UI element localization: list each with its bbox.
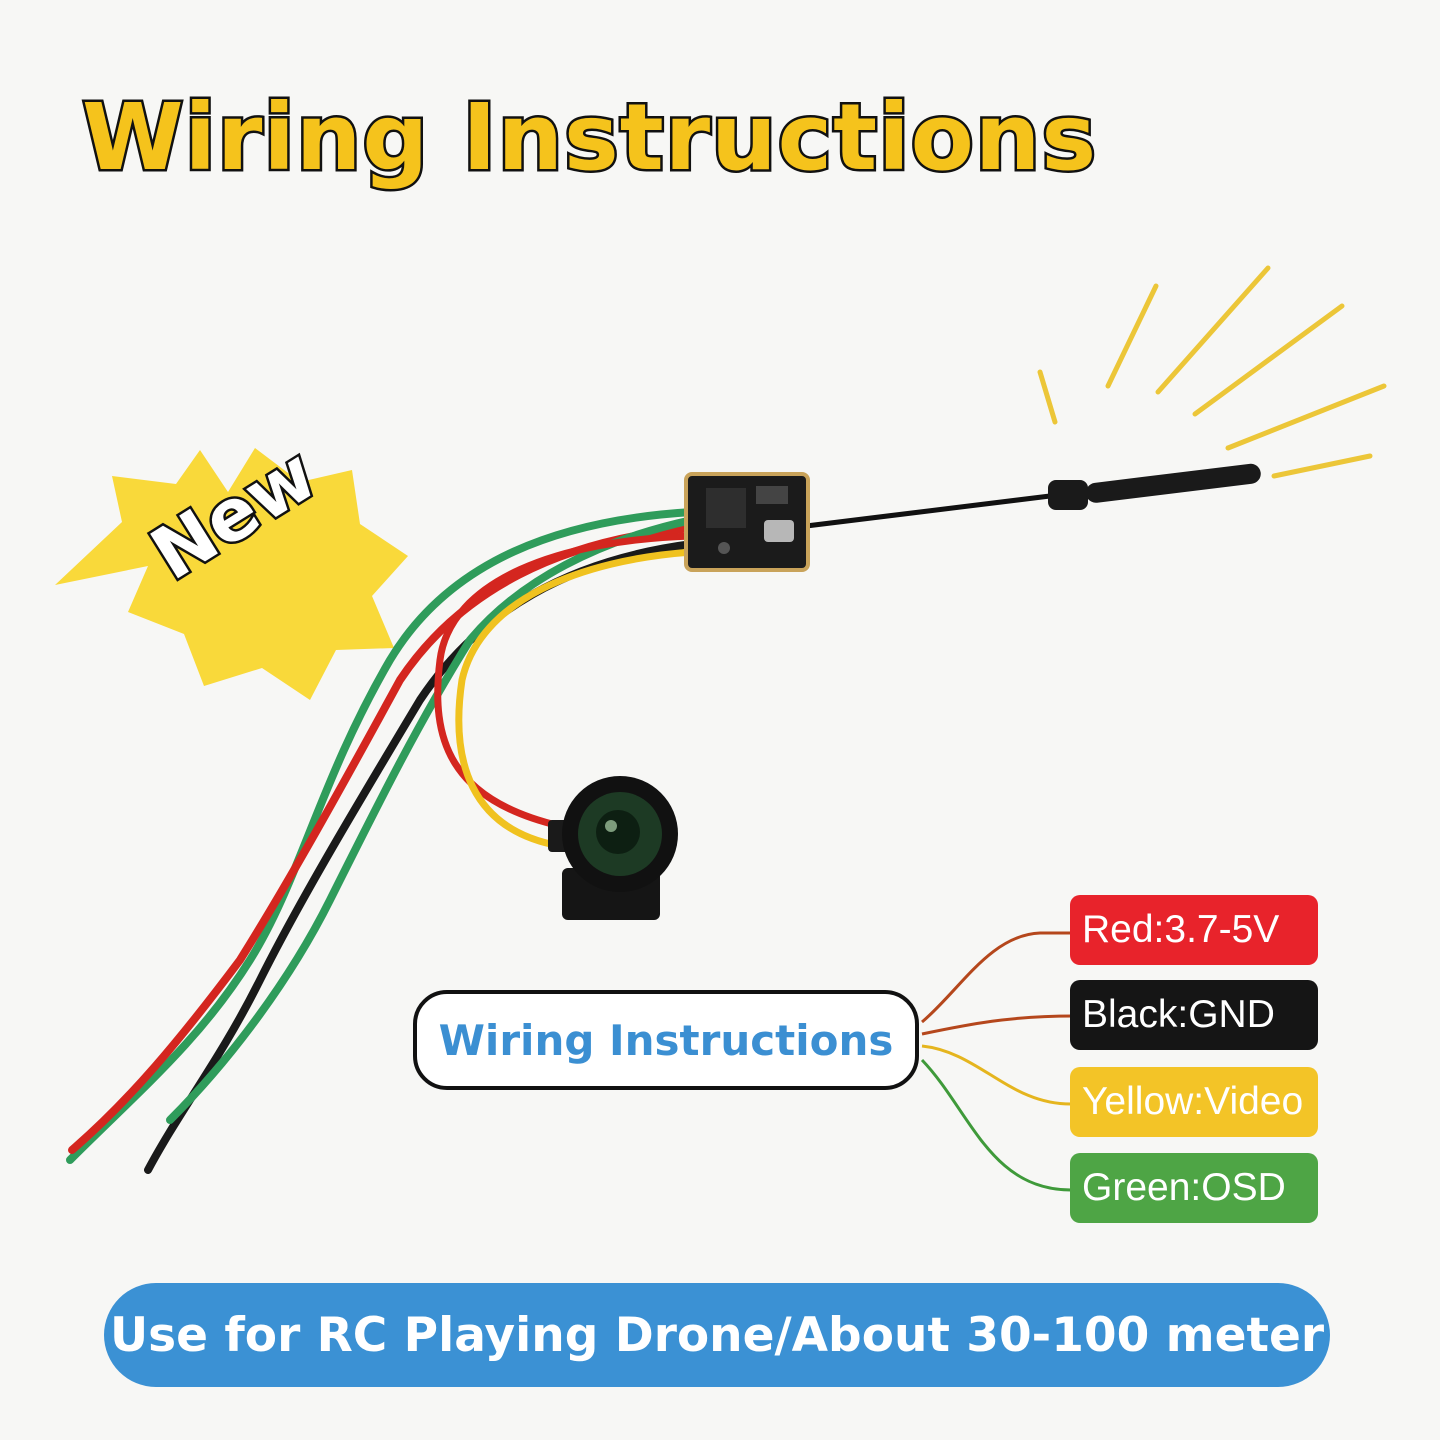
wiring-label-box: Wiring Instructions [413, 990, 919, 1090]
wire-connector-lines [920, 931, 1075, 1192]
wire-tag-red: Red:3.7-5V [1070, 895, 1318, 965]
usage-banner: Use for RC Playing Drone/About 30-100 me… [104, 1283, 1330, 1387]
transmitter-board-icon [684, 472, 810, 572]
antenna-icon [789, 463, 1261, 531]
wire-tag-green: Green:OSD [1070, 1153, 1318, 1223]
signal-rays-icon [1037, 265, 1387, 479]
page-title: Wiring Instructions [79, 84, 1098, 191]
camera-wires [434, 532, 696, 850]
wire-tag-black: Black:GND [1070, 980, 1318, 1050]
wire-tag-yellow: Yellow:Video [1070, 1067, 1318, 1137]
camera-icon [548, 776, 678, 920]
new-starburst-icon [55, 448, 408, 700]
